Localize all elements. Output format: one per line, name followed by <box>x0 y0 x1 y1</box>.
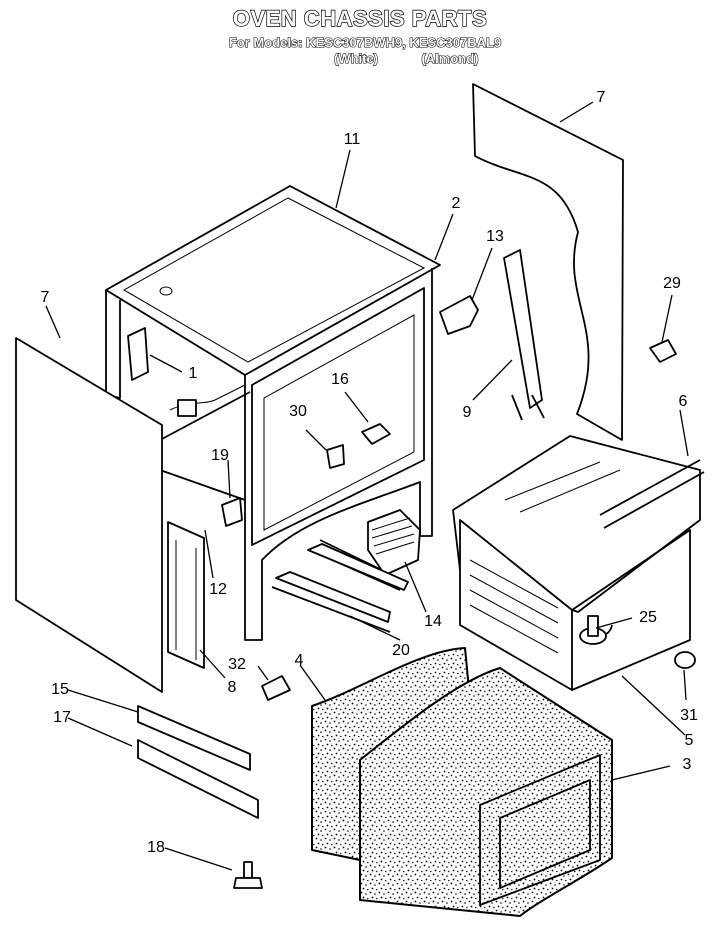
callout-14: 14 <box>424 613 442 630</box>
part-screw-29 <box>649 339 677 363</box>
callout-3: 3 <box>683 756 692 773</box>
color-white-label: (White) <box>334 51 378 66</box>
callout-15: 15 <box>51 681 69 698</box>
callout-1: 1 <box>189 365 198 382</box>
part-oven-cavity-6 <box>452 435 705 691</box>
part-side-panel-right <box>472 83 624 441</box>
callout-12: 12 <box>209 581 227 598</box>
color-almond-label: (Almond) <box>421 51 478 66</box>
part-bracket-1 <box>127 327 149 381</box>
callout-16: 16 <box>331 371 349 388</box>
part-cap-30 <box>326 444 345 469</box>
part-bracket-15 <box>137 705 251 771</box>
callout-8: 8 <box>228 679 237 696</box>
callout-13: 13 <box>486 228 504 245</box>
callout-29: 29 <box>663 275 681 292</box>
part-strip-8 <box>167 521 205 669</box>
callout-17: 17 <box>53 709 71 726</box>
callout-32: 32 <box>228 656 246 673</box>
callout-6: 6 <box>679 393 688 410</box>
callout-31: 31 <box>680 707 698 724</box>
part-clip-32 <box>261 675 291 701</box>
part-knob-25 <box>579 615 607 645</box>
header: OVEN CHASSIS PARTS For Models: KESC307BW… <box>228 5 501 66</box>
callout-5: 5 <box>685 732 694 749</box>
callout-18: 18 <box>147 839 165 856</box>
callout-7-right: 7 <box>597 89 606 106</box>
part-rails-20 <box>275 543 409 623</box>
callout-30: 30 <box>289 403 307 420</box>
part-bracket-13 <box>439 295 479 335</box>
part-bracket-19 <box>221 497 243 527</box>
part-side-panel-left <box>15 337 163 693</box>
part-cap-31 <box>674 651 696 669</box>
callout-7-left: 7 <box>41 289 50 306</box>
callout-2: 2 <box>452 195 461 212</box>
part-chassis-frame <box>105 185 441 641</box>
part-insulation-3 <box>359 667 613 917</box>
callout-25: 25 <box>639 609 657 626</box>
part-heater-14 <box>367 509 421 576</box>
callout-4: 4 <box>295 652 304 669</box>
callout-20: 20 <box>392 642 410 659</box>
callout-19: 19 <box>211 447 229 464</box>
part-leveler-18 <box>233 861 263 889</box>
callout-9: 9 <box>463 404 472 421</box>
part-switch-16 <box>361 423 391 445</box>
models-line: For Models: KESC307BWH9, KESC307BAL9 <box>229 35 501 50</box>
page-title: OVEN CHASSIS PARTS <box>233 6 487 31</box>
leader-lines <box>45 101 689 871</box>
callouts: 11 2 7 7 1 13 29 16 30 9 6 19 12 14 20 2… <box>41 89 698 856</box>
callout-11: 11 <box>344 131 361 148</box>
part-rail-9 <box>503 249 545 421</box>
part-bracket-17 <box>137 739 259 819</box>
